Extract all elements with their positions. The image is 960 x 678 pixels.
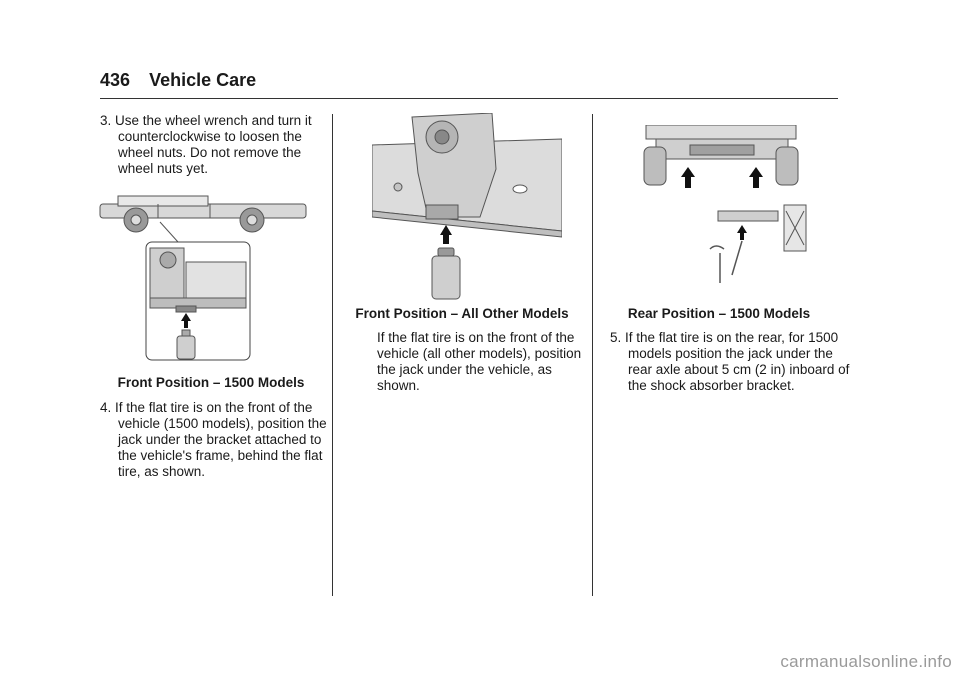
axle-detail [717,204,807,252]
figure-caption-rear-1500: Rear Position – 1500 Models [627,306,811,321]
up-arrow-icon [181,313,191,328]
suspension-mount [411,113,497,220]
figure-caption-front-all-other: Front Position – All Other Models [355,306,569,321]
frame-bracket-detail [149,247,247,313]
column-divider-2 [592,114,593,596]
header-rule [100,98,838,99]
step-5-text: 5. If the flat tire is on the rear, for … [610,330,850,393]
page-number: 436 [100,70,131,90]
up-arrow-icon [440,225,452,244]
truck-side-view [99,195,307,233]
step-3-text: 3. Use the wheel wrench and turn it coun… [100,113,312,176]
front-position-all-other-illustration [372,113,562,300]
right-up-arrow-icon [749,167,763,188]
section-title: Vehicle Care [149,70,257,90]
truck-rear-view [643,125,799,186]
page-header: 436 Vehicle Care [100,70,256,91]
callout-line [159,221,179,243]
column-divider-1 [332,114,333,596]
jack-illustration [176,329,196,360]
left-rear-tire [643,146,667,186]
jack-and-handle [709,240,743,283]
front-position-1500-illustration [99,195,307,361]
left-up-arrow-icon [681,167,695,188]
figure-caption-front-1500: Front Position – 1500 Models [117,375,305,390]
rear-position-1500-illustration [643,125,807,283]
small-up-arrow-icon [737,225,747,240]
step-4-text: 4. If the flat tire is on the front of t… [100,400,327,479]
watermark-footer: carmanualsonline.info [780,652,952,671]
front-all-other-body-text: If the flat tire is on the front of the … [377,330,582,393]
jack-illustration [431,247,461,300]
right-rear-tire [775,146,799,186]
